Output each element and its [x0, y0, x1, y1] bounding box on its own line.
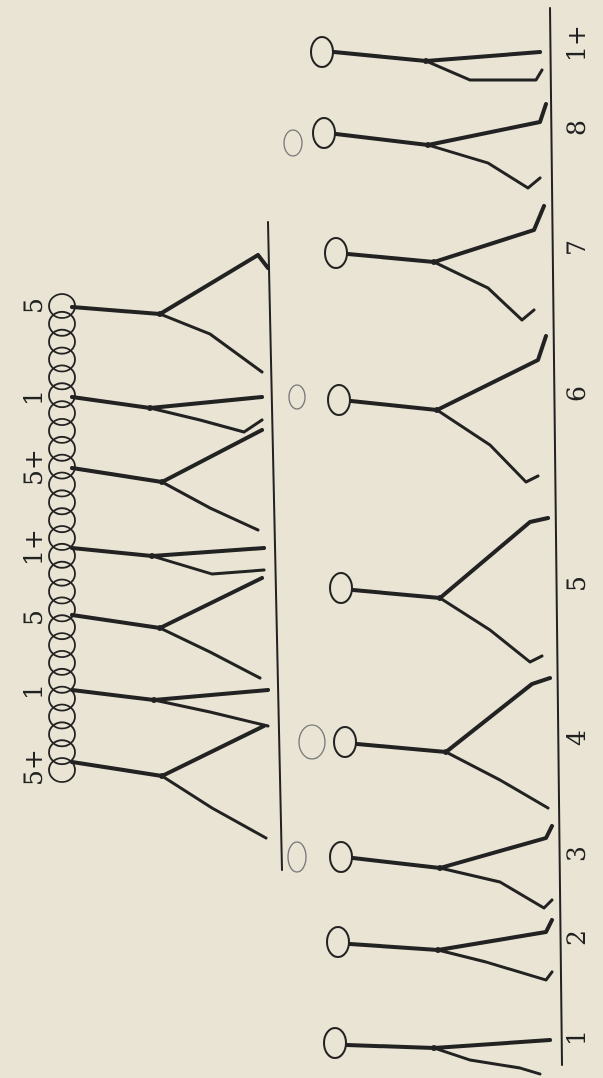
- stick-figure-2: [327, 920, 552, 980]
- overlay-figure-5: [72, 255, 268, 372]
- overlay-figure-1: [72, 397, 262, 432]
- overlay-figure-1plus: [72, 548, 264, 574]
- overlay-label-5plus-a: 5+: [19, 749, 48, 786]
- stick-figure-1plus: [311, 37, 542, 80]
- label-4: 4: [562, 730, 591, 746]
- overlay-label-1-b: 1: [19, 390, 48, 406]
- overlay-labels: 5+ 1 5 1+ 5+ 1 5: [19, 298, 48, 786]
- overlay-stick-figures: [72, 255, 268, 838]
- overlay-label-5-b: 5: [19, 298, 48, 314]
- label-1: 1: [562, 1030, 591, 1046]
- label-6: 6: [562, 386, 591, 402]
- overlay-label-5-a: 5: [19, 610, 48, 626]
- ground-line-single-stride: [550, 8, 562, 1065]
- stick-figure-3: [330, 826, 552, 908]
- label-2: 2: [562, 930, 591, 946]
- overlay-figure-1-b: [72, 690, 268, 726]
- overlay-figure-5plus-b: [72, 430, 262, 530]
- ground-line-overlay: [268, 222, 282, 870]
- label-7: 7: [562, 240, 591, 256]
- stick-figure-6: [328, 336, 546, 482]
- overlay-label-1plus: 1+: [19, 529, 48, 566]
- ghost-heads: [284, 130, 325, 872]
- label-8: 8: [562, 120, 591, 136]
- label-5: 5: [562, 576, 591, 592]
- label-3: 3: [562, 846, 591, 862]
- label-1plus: 1+: [562, 25, 591, 62]
- overlay-head-chain: [49, 294, 75, 782]
- stick-figure-5: [330, 518, 548, 662]
- overlay-figure-5plus: [72, 726, 266, 838]
- stick-figure-1: [324, 1028, 550, 1074]
- stick-figure-4: [334, 678, 550, 808]
- overlay-label-5plus-b: 5+: [19, 449, 48, 486]
- stick-figure-8: [313, 104, 546, 188]
- overlay-label-1-a: 1: [19, 684, 48, 700]
- overlay-figure-5-b: [72, 578, 262, 678]
- stick-figure-7: [325, 206, 544, 320]
- stride-number-labels: 1 2 3 4 5 6 7 8 1+: [562, 25, 591, 1046]
